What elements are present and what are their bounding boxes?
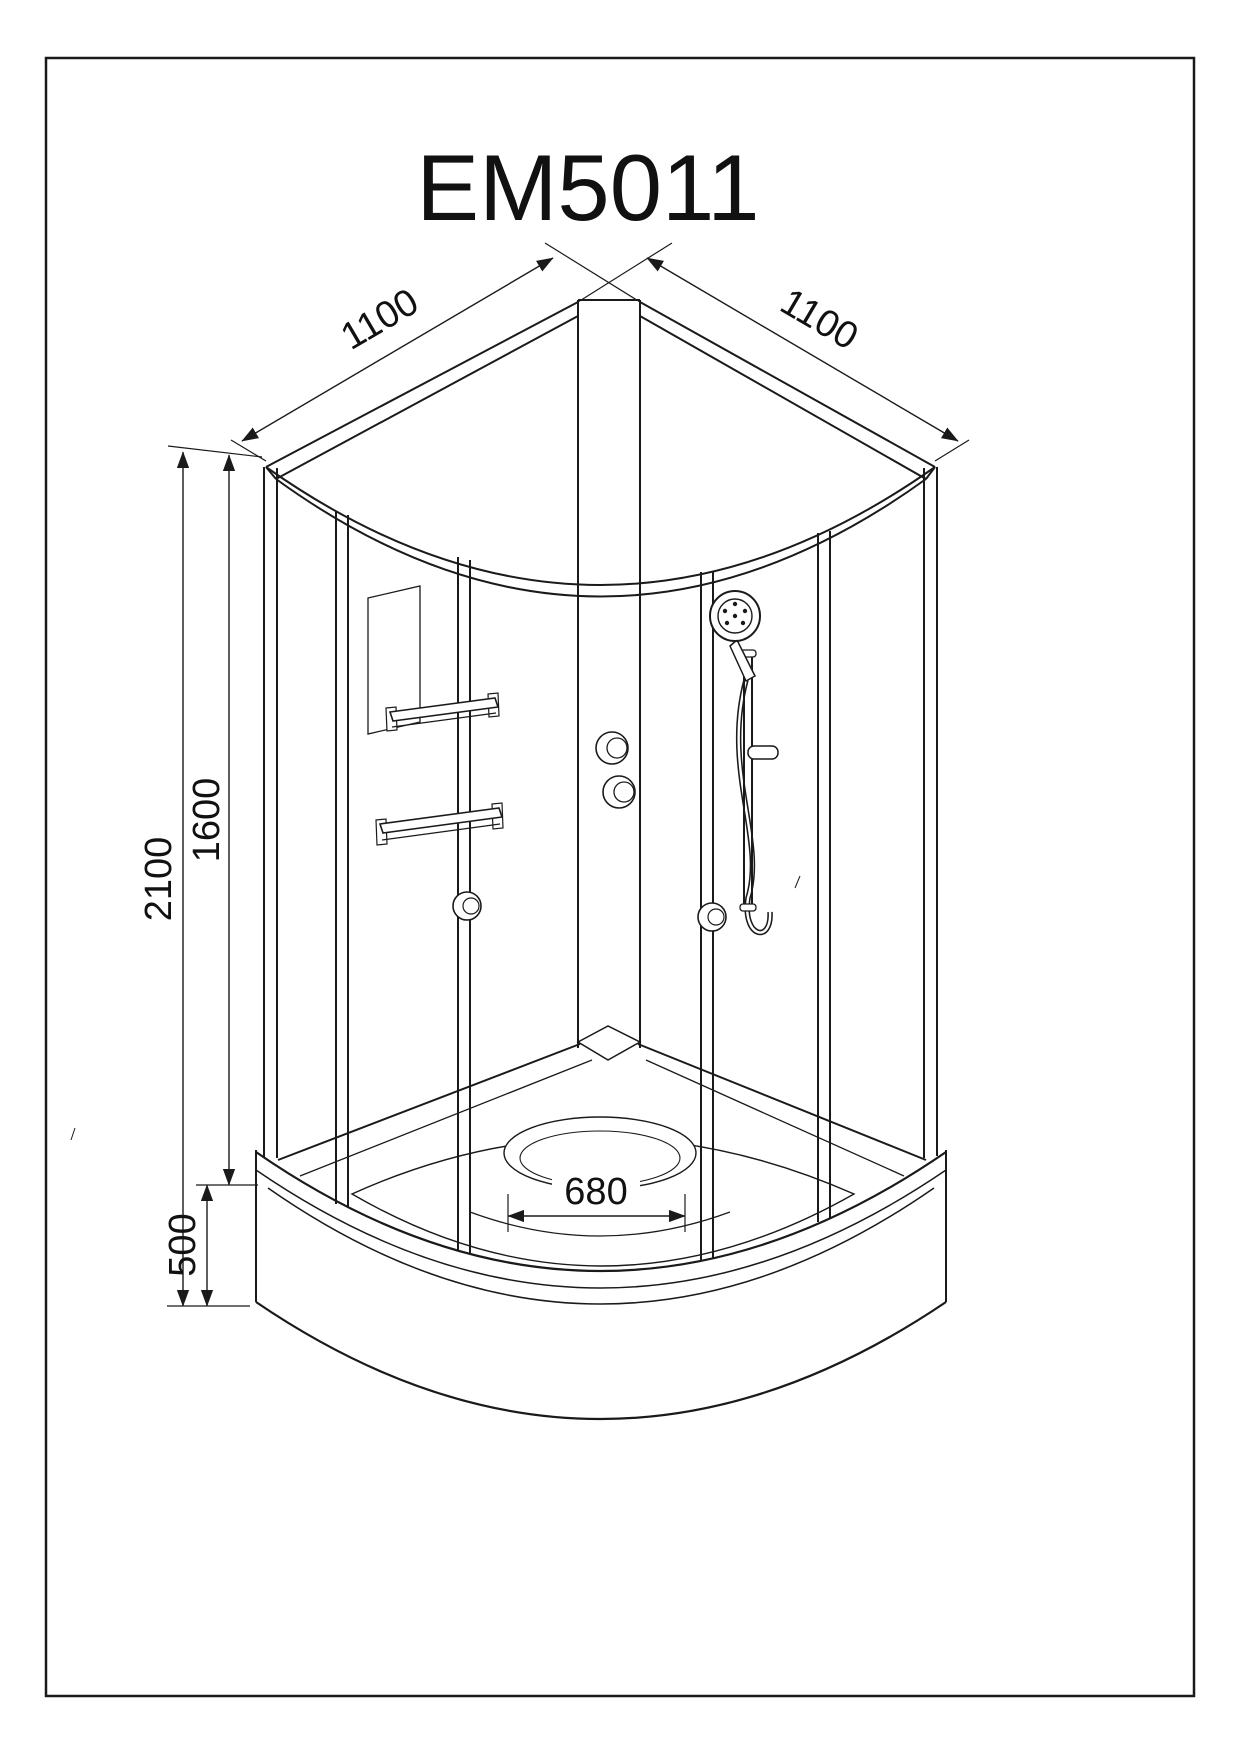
- shelf-upper: [385, 692, 500, 732]
- body-jet-right-face: [707, 908, 725, 926]
- shelf-upper-rail: [391, 712, 497, 728]
- left-wall-top-inner: [275, 315, 579, 480]
- corner-post-face: [578, 300, 640, 1048]
- body-jet-right: [697, 902, 727, 932]
- wall-panel: [367, 585, 421, 735]
- hand-shower: [709, 590, 779, 936]
- rail-bottom-cap: [739, 903, 757, 912]
- tray-apron-bottom: [255, 1301, 947, 1420]
- stray-mark-right: [794, 875, 801, 889]
- body-jet-left: [452, 891, 482, 921]
- drawing-border: [44, 56, 1196, 1698]
- tray-rim-outer: [255, 1151, 947, 1272]
- tray-rim-inner: [267, 1187, 935, 1305]
- dim-line-width-left: [241, 257, 554, 442]
- dimension-lines: [167, 242, 970, 1307]
- dim-width-left-label: 1100: [334, 281, 426, 359]
- corner-post-base: [576, 1025, 642, 1061]
- tray-back-edge-right: [637, 1043, 927, 1161]
- dim-width-right-label: 1100: [773, 281, 865, 359]
- ext-apex-right: [577, 242, 673, 303]
- ext-apex-left: [544, 242, 641, 303]
- model-title: EM5011: [416, 135, 759, 240]
- tray-rim-mid: [255, 1169, 947, 1289]
- control-knob-upper-face: [606, 737, 628, 759]
- tray-back-inner-right: [645, 1059, 905, 1177]
- stray-mark-left: [70, 1127, 76, 1141]
- front-rail-bottom: [275, 478, 927, 598]
- rail-holder: [747, 745, 779, 760]
- left-wall-top-outer: [265, 301, 579, 468]
- ext-top-left: [167, 445, 263, 458]
- shelf-lower-rail: [381, 823, 501, 841]
- shelf-upper-bar: [388, 697, 500, 722]
- control-knob-lower: [602, 775, 636, 809]
- handset-head-ring: [717, 598, 753, 634]
- shelf-lower: [375, 802, 504, 846]
- tray-back-inner-left: [299, 1059, 593, 1177]
- inner-width-label-mask: [552, 1174, 640, 1210]
- body-jet-left-face: [462, 897, 480, 915]
- dim-inner-width-label: 680: [564, 1171, 627, 1213]
- tray-floor-contour: [469, 1211, 731, 1237]
- ext-corner-left: [230, 439, 267, 462]
- front-rail-top: [265, 466, 936, 586]
- dim-cabin-height-label: 1600: [186, 778, 228, 863]
- dim-total-height-label: 2100: [138, 837, 180, 922]
- control-knob-lower-face: [613, 781, 635, 803]
- handset-handle: [729, 638, 756, 683]
- dim-line-width-right: [646, 257, 959, 442]
- control-knob-upper: [595, 731, 629, 765]
- back-wall-fittings: [367, 585, 727, 932]
- shelf-lower-bar: [378, 807, 504, 834]
- shower-tray: [255, 1025, 947, 1420]
- handset-spray-dots: [722, 601, 748, 626]
- tray-back-edge-left: [277, 1043, 581, 1161]
- ext-corner-right: [934, 439, 970, 462]
- right-wall-top-outer: [639, 301, 936, 468]
- dim-tray-height-label: 500: [162, 1213, 204, 1276]
